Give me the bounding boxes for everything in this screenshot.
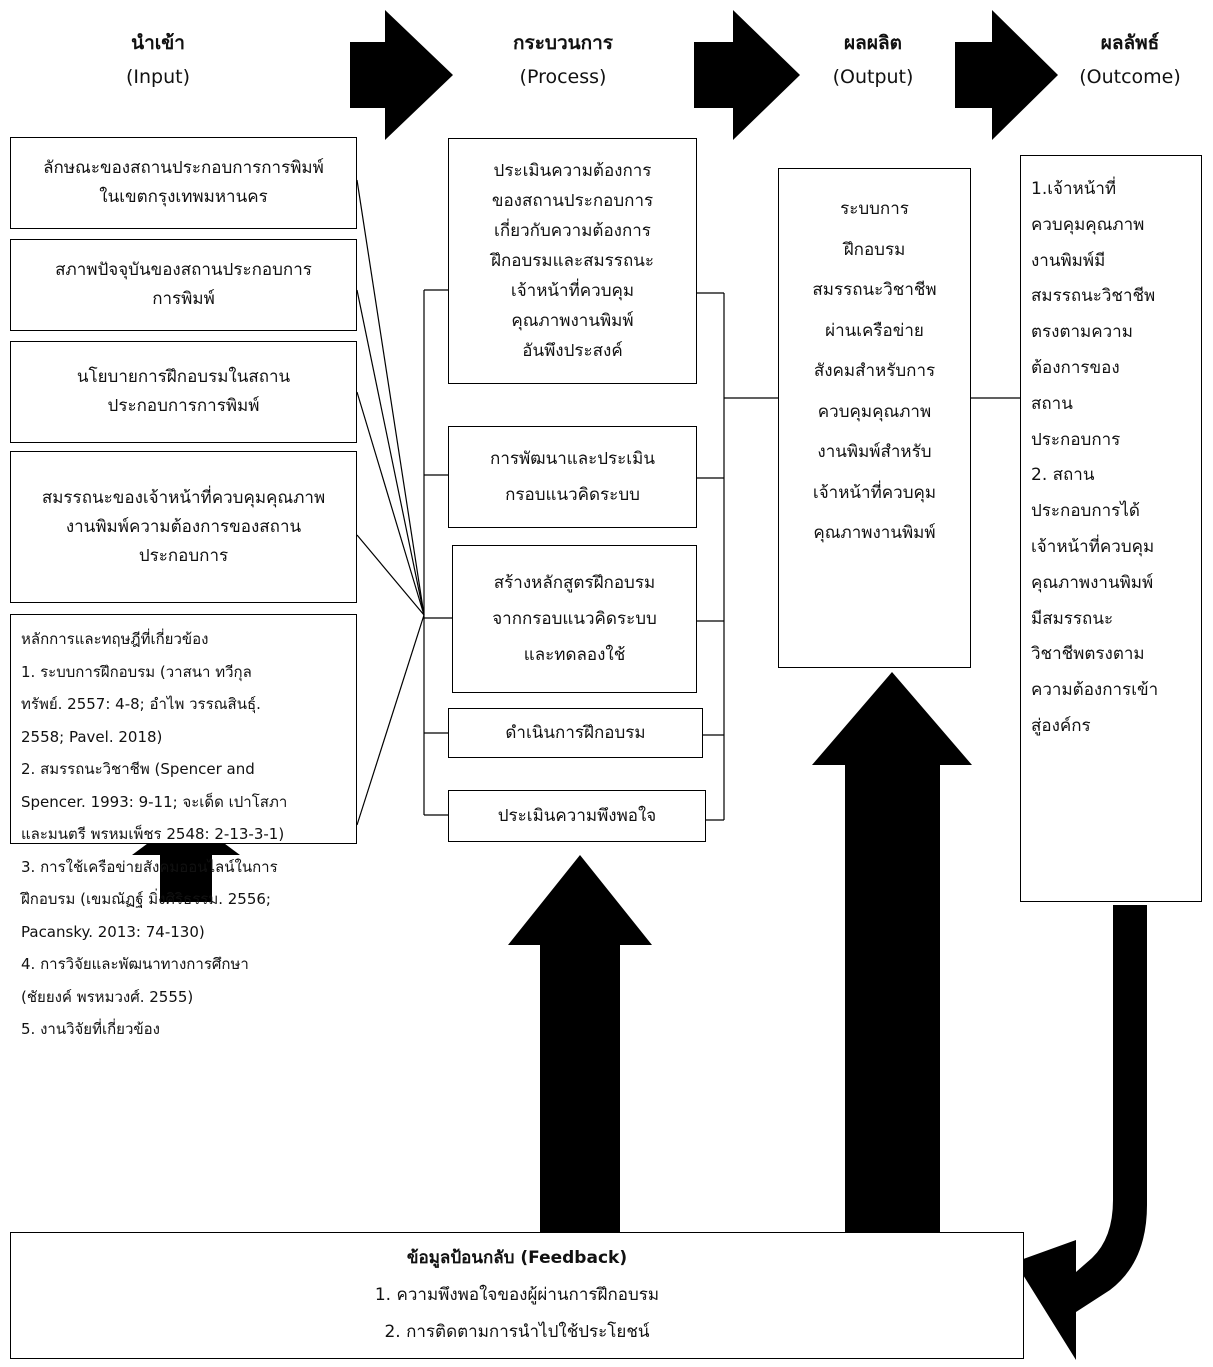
header-outcome-sub: (Outcome) [1079, 66, 1181, 88]
input-box-competency: สมรรถนะของเจ้าหน้าที่ควบคุมคุณภาพ งานพิม… [10, 451, 357, 603]
output-line: งานพิมพ์สำหรับ [817, 442, 932, 462]
input-line: สมรรถนะของเจ้าหน้าที่ควบคุมคุณภาพ [41, 487, 326, 508]
process-line: เกี่ยวกับความต้องการ [494, 221, 651, 241]
header-outcome: ผลลัพธ์ (Outcome) [1045, 26, 1213, 94]
theory-line: และมนตรี พรหมเพ็ชร 2548: 2-13-3-1) [21, 825, 285, 843]
input-line: ลักษณะของสถานประกอบการการพิมพ์ [43, 158, 324, 178]
theory-line: 3. การใช้เครือข่ายสังคมออนไลน์ในการ [21, 857, 278, 876]
process-box-satisfaction: ประเมินความพึงพอใจ [448, 790, 706, 842]
feedback-item: 2. การติดตามการนำไปใช้ประโยชน์ [384, 1322, 650, 1342]
header-process: กระบวนการ (Process) [478, 26, 648, 94]
theory-line: หลักการและทฤษฎีที่เกี่ยวข้อง [21, 630, 209, 648]
process-line: การพัฒนาและประเมิน [490, 449, 655, 469]
process-line: ของสถานประกอบการ [491, 191, 654, 211]
output-line: ผ่านเครือข่าย [825, 320, 924, 341]
header-input-title: นำเข้า [131, 32, 185, 54]
theory-line: ฝึกอบรม (เขมณัฏฐ์ มิ่งศิริธรรม. 2556; [21, 890, 271, 908]
outcome-line: ประกอบการ [1031, 429, 1121, 450]
input-line: นโยบายการฝึกอบรมในสถาน [76, 367, 291, 387]
output-line: สมรรถนะวิชาชีพ [812, 280, 937, 300]
input-line: งานพิมพ์ความต้องการของสถาน [65, 516, 302, 537]
outcome-line: ตรงตามความ [1031, 322, 1133, 343]
header-output-sub: (Output) [832, 66, 914, 88]
process-line: จากกรอบแนวคิดระบบ [492, 609, 657, 629]
theory-line: 4. การวิจัยและพัฒนาทางการศึกษา [21, 955, 249, 973]
arrow-feedback-to-output [812, 672, 972, 1232]
output-line: เจ้าหน้าที่ควบคุม [812, 482, 937, 503]
process-line: และทดลองใช้ [523, 645, 626, 665]
input-box-current-state: สภาพปัจจุบันของสถานประกอบการ การพิมพ์ [10, 239, 357, 331]
arrow-output-to-outcome [955, 10, 1058, 140]
outcome-box: 1.เจ้าหน้าที่ ควบคุมคุณภาพ งานพิมพ์มี สม… [1020, 155, 1202, 902]
input-line: ประกอบการ [138, 545, 229, 566]
input-line: สภาพปัจจุบันของสถานประกอบการ [55, 260, 312, 280]
header-outcome-title: ผลลัพธ์ [1100, 32, 1160, 54]
outcome-line: 1.เจ้าหน้าที่ [1031, 179, 1117, 199]
outcome-line: ความต้องการเข้า [1031, 680, 1159, 701]
theory-line: 5. งานวิจัยที่เกี่ยวข้อง [21, 1020, 160, 1038]
process-line: กรอบแนวคิดระบบ [505, 485, 640, 505]
feedback-item: 1. ความพึงพอใจของผู้ผ่านการฝึกอบรม [374, 1285, 660, 1305]
outcome-line: สู่องค์กร [1031, 715, 1091, 736]
input-line: ประกอบการการพิมพ์ [107, 396, 260, 416]
process-line: คุณภาพงานพิมพ์ [511, 311, 634, 331]
theory-line: 2. สมรรถนะวิชาชีพ (Spencer and [21, 760, 255, 778]
theory-line: Spencer. 1993: 9-11; จะเด็ด เปาโสภา [21, 792, 288, 811]
output-line: สังคมสำหรับการ [813, 361, 936, 381]
outcome-line: สมรรถนะวิชาชีพ [1031, 286, 1156, 307]
process-line: ประเมินความพึงพอใจ [497, 805, 657, 826]
input-line: ในเขตกรุงเทพมหานคร [99, 187, 268, 207]
outcome-line: งานพิมพ์มี [1031, 250, 1106, 271]
output-box: ระบบการ ฝึกอบรม สมรรถนะวิชาชีพ ผ่านเครือ… [778, 168, 971, 668]
header-output-title: ผลผลิต [844, 32, 902, 54]
theory-line: ทรัพย์. 2557: 4-8; อำไพ วรรณสินธุ์. [21, 695, 261, 713]
outcome-line: วิชาชีพตรงตาม [1031, 644, 1145, 665]
arrow-feedback-to-process [508, 855, 652, 1232]
outcome-line: คุณภาพงานพิมพ์ [1031, 572, 1154, 593]
header-output: ผลผลิต (Output) [788, 26, 958, 94]
process-line: สร้างหลักสูตรฝึกอบรม [493, 573, 656, 593]
header-input: นำเข้า (Input) [73, 26, 243, 94]
arrow-input-to-process [350, 10, 453, 140]
outcome-line: 2. สถาน [1031, 465, 1095, 486]
outcome-line: ต้องการของ [1031, 357, 1120, 378]
process-line: ฝึกอบรมและสมรรถนะ [491, 251, 654, 271]
theory-line: (ชัยยงค์ พรหมวงศ์. 2555) [21, 987, 194, 1006]
theory-line: 1. ระบบการฝึกอบรม (วาสนา ทวีกุล [21, 662, 252, 681]
header-process-sub: (Process) [519, 66, 607, 88]
process-line: ประเมินความต้องการ [493, 161, 652, 181]
feedback-title: ข้อมูลป้อนกลับ (Feedback) [406, 1248, 628, 1268]
process-box-needs-assessment: ประเมินความต้องการ ของสถานประกอบการ เกี่… [448, 138, 697, 384]
arrow-process-to-output [694, 10, 800, 140]
process-box-conduct-training: ดำเนินการฝึกอบรม [448, 708, 703, 758]
arrow-outcome-to-feedback [1015, 905, 1147, 1360]
process-right-bracket [697, 292, 1020, 821]
output-line: ฝึกอบรม [843, 239, 906, 260]
feedback-box: ข้อมูลป้อนกลับ (Feedback) 1. ความพึงพอใจ… [10, 1232, 1024, 1359]
input-fan-lines [356, 179, 425, 826]
output-line: คุณภาพงานพิมพ์ [813, 523, 936, 543]
output-line: ควบคุมคุณภาพ [817, 401, 932, 422]
input-box-policy: นโยบายการฝึกอบรมในสถาน ประกอบการการพิมพ์ [10, 341, 357, 443]
process-line: ดำเนินการฝึกอบรม [505, 722, 646, 743]
outcome-line: เจ้าหน้าที่ควบคุม [1031, 536, 1155, 557]
input-box-theory: หลักการและทฤษฎีที่เกี่ยวข้อง 1. ระบบการฝ… [10, 614, 357, 1038]
theory-line: Pacansky. 2013: 74-130) [21, 922, 205, 941]
outcome-line: ควบคุมคุณภาพ [1031, 214, 1145, 235]
header-input-sub: (Input) [125, 66, 191, 88]
header-process-title: กระบวนการ [512, 32, 613, 54]
process-box-curriculum: สร้างหลักสูตรฝึกอบรม จากกรอบแนวคิดระบบ แ… [452, 545, 697, 693]
outcome-line: มีสมรรถนะ [1031, 608, 1114, 629]
process-left-bracket [423, 289, 452, 816]
theory-line: 2558; Pavel. 2018) [21, 727, 163, 746]
input-line: การพิมพ์ [152, 289, 215, 309]
process-line: เจ้าหน้าที่ควบคุม [510, 281, 635, 301]
outcome-line: สถาน [1031, 393, 1073, 414]
output-line: ระบบการ [840, 199, 909, 219]
process-box-framework: การพัฒนาและประเมิน กรอบแนวคิดระบบ [448, 426, 697, 528]
process-line: อันพึงประสงค์ [522, 341, 623, 361]
input-box-characteristics: ลักษณะของสถานประกอบการการพิมพ์ ในเขตกรุง… [10, 137, 357, 229]
outcome-line: ประกอบการได้ [1031, 501, 1140, 522]
